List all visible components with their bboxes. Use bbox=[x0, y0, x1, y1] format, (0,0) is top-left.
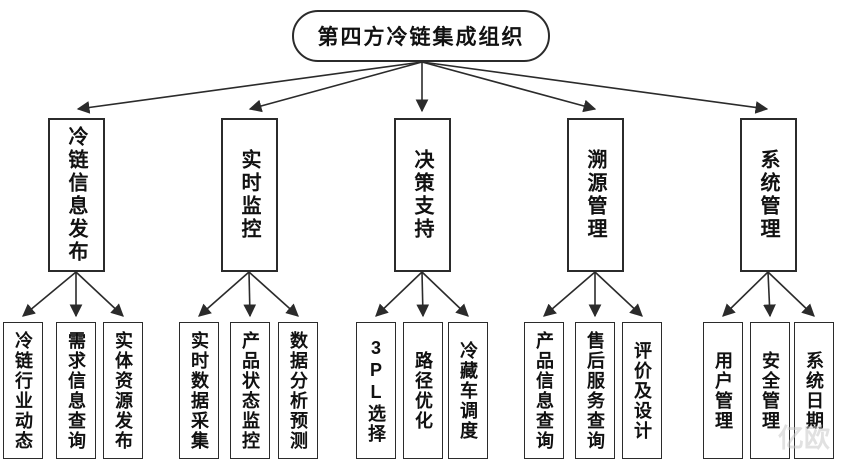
root-node-label: 第四方冷链集成组织 bbox=[317, 26, 525, 49]
root-node: 第四方冷链集成组织 bbox=[292, 10, 550, 62]
leaf-node: 评价及设计 bbox=[622, 322, 662, 459]
leaf-node: 3PL选择 bbox=[356, 322, 396, 459]
leaf-node: 冷藏车调度 bbox=[448, 322, 488, 459]
branch-node-traceability-management: 溯源管理 bbox=[567, 118, 624, 272]
leaf-node: 用户管理 bbox=[703, 322, 743, 459]
leaf-node: 需求信息查询 bbox=[56, 322, 96, 459]
leaf-node-label: 冷藏车调度 bbox=[458, 340, 478, 441]
leaf-node: 数据分析预测 bbox=[278, 322, 318, 459]
leaf-node: 冷链行业动态 bbox=[3, 322, 43, 459]
leaf-node: 安全管理 bbox=[750, 322, 790, 459]
branch-node-label: 冷链信息发布 bbox=[65, 126, 87, 264]
leaf-node-label: 3PL选择 bbox=[366, 337, 386, 444]
leaf-node-label: 实时数据采集 bbox=[189, 330, 209, 451]
leaf-node-label: 路径优化 bbox=[413, 350, 433, 431]
branch-node-system-management: 系统管理 bbox=[740, 118, 797, 272]
leaf-node-label: 系统日期 bbox=[804, 350, 824, 431]
leaf-node: 产品信息查询 bbox=[524, 322, 564, 459]
branch-node-label: 决策支持 bbox=[411, 149, 433, 241]
branch-node-label: 溯源管理 bbox=[584, 149, 606, 241]
leaf-node-label: 安全管理 bbox=[760, 350, 780, 431]
leaf-node: 售后服务查询 bbox=[575, 322, 615, 459]
leaf-node-label: 冷链行业动态 bbox=[13, 330, 33, 451]
leaf-node: 路径优化 bbox=[403, 322, 443, 459]
branch-node-label: 系统管理 bbox=[757, 149, 779, 241]
leaf-node-label: 产品状态监控 bbox=[240, 330, 260, 451]
branch-node-cold-chain-info-release: 冷链信息发布 bbox=[48, 118, 105, 272]
leaf-node-label: 实体资源发布 bbox=[113, 330, 133, 451]
leaf-node-label: 产品信息查询 bbox=[534, 330, 554, 451]
leaf-node-label: 数据分析预测 bbox=[288, 330, 308, 451]
leaf-node-label: 售后服务查询 bbox=[585, 330, 605, 451]
leaf-node-label: 用户管理 bbox=[713, 350, 733, 431]
branch-node-realtime-monitoring: 实时监控 bbox=[221, 118, 278, 272]
branch-node-label: 实时监控 bbox=[238, 149, 260, 241]
leaf-node: 产品状态监控 bbox=[230, 322, 270, 459]
leaf-node-label: 需求信息查询 bbox=[66, 330, 86, 451]
branch-node-decision-support: 决策支持 bbox=[394, 118, 451, 272]
leaf-node: 系统日期 bbox=[794, 322, 834, 459]
leaf-node-label: 评价及设计 bbox=[632, 340, 652, 441]
leaf-node: 实时数据采集 bbox=[179, 322, 219, 459]
leaf-node: 实体资源发布 bbox=[103, 322, 143, 459]
